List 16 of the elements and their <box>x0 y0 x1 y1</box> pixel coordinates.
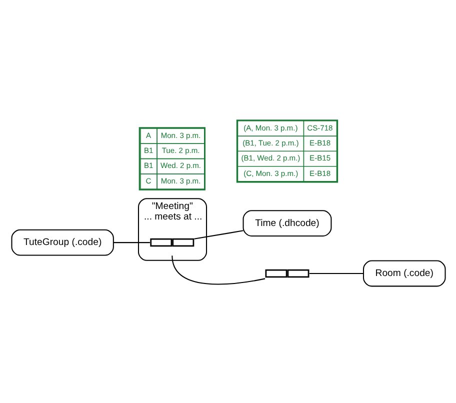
label: CS-718 <box>306 123 332 132</box>
label: Mon. 3 p.m. <box>160 176 200 186</box>
label: (B1, Tue. 2 p.m.) <box>242 138 298 148</box>
label: E-B15 <box>309 154 330 163</box>
label: E-B18 <box>309 168 330 178</box>
label: C <box>145 176 151 186</box>
label: Wed. 2 p.m. <box>160 161 201 170</box>
label: B1 <box>144 161 153 170</box>
label: A <box>146 130 151 140</box>
label: (B1, Wed. 2 p.m.) <box>240 154 300 163</box>
label: Mon. 3 p.m. <box>160 130 200 140</box>
label: B1 <box>144 146 153 156</box>
label: (A, Mon. 3 p.m.) <box>243 123 298 132</box>
label: (C, Mon. 3 p.m.) <box>243 168 298 178</box>
label: E-B18 <box>309 138 330 148</box>
label: Tue. 2 p.m. <box>161 146 200 156</box>
